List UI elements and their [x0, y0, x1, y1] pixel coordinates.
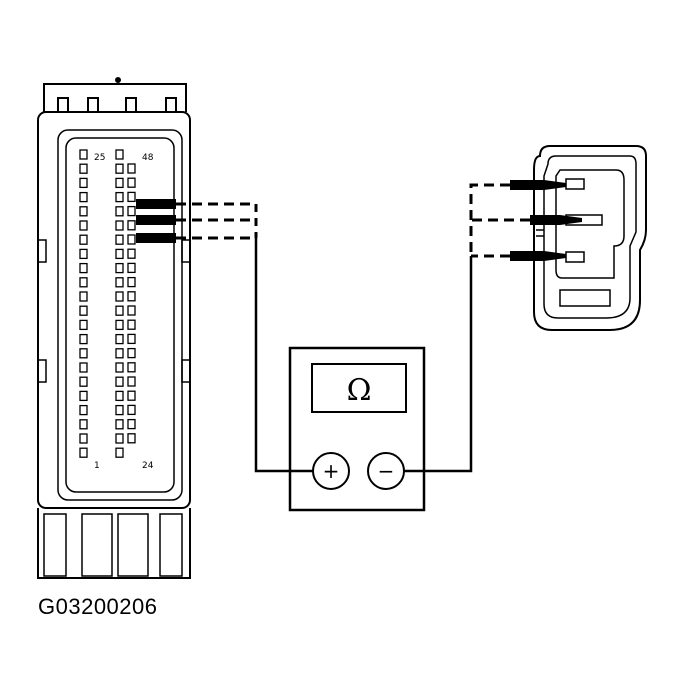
pin-cavity [79, 277, 88, 288]
ohmmeter-display-symbol: Ω [347, 373, 372, 408]
pin-cavity [127, 333, 136, 345]
pin-cavity [127, 418, 136, 430]
pin-cavity [115, 333, 124, 345]
pin-cavity [79, 319, 88, 331]
pin-cavity [115, 319, 124, 331]
pin-cavity [127, 376, 136, 387]
pin-cavity [127, 433, 136, 444]
pin-cavity [127, 347, 136, 359]
negative-lead [404, 256, 473, 473]
pin-cavity [115, 362, 124, 373]
pin-cavity [127, 319, 136, 330]
module-connector [37, 77, 191, 579]
pin-cavity [127, 276, 136, 288]
pin-cavity [79, 262, 88, 274]
pin-cavity [115, 433, 124, 444]
meter-leads [254, 238, 473, 473]
pin-cavity [115, 404, 124, 416]
pin-cavity [79, 419, 88, 430]
pin-cavity [79, 447, 88, 458]
pin-cavity [115, 220, 124, 231]
module-pin-label-bottom-left: 1 [94, 461, 100, 471]
pin-cavity [127, 262, 136, 274]
pin-cavity [79, 333, 88, 345]
pin-cavity [79, 305, 88, 316]
pin-cavity [79, 163, 88, 174]
module-jumper-leads [176, 202, 258, 240]
pin-cavity [115, 376, 124, 387]
ohmmeter-negative-symbol: − [378, 459, 395, 483]
pin-cavity [79, 348, 88, 359]
pin-cavity [79, 376, 88, 387]
pin-cavity [115, 291, 124, 302]
pin-cavity [79, 362, 88, 373]
sensor-jumper-leads [469, 183, 530, 258]
pin-cavity [115, 419, 124, 430]
pin-cavity [115, 305, 124, 316]
pin-cavity [79, 206, 88, 217]
module-pin-label-bottom-right: 24 [142, 461, 154, 471]
pin-cavity [127, 220, 136, 231]
positive-lead [254, 238, 313, 473]
pin-cavity [79, 191, 88, 203]
pin-cavity [115, 177, 124, 189]
pin-cavity [79, 149, 88, 160]
pin-cavity [79, 234, 88, 245]
pin-cavity [127, 248, 136, 259]
pin-cavity [79, 177, 88, 189]
pin-cavity [115, 206, 124, 217]
pin-cavity [127, 362, 136, 373]
pin-cavity [115, 234, 124, 245]
pin-cavity [115, 277, 124, 288]
pin-cavity [79, 404, 88, 416]
ohmmeter-display [311, 363, 407, 413]
pin-cavity [127, 390, 136, 401]
pin-cavity [115, 149, 124, 160]
pin-cavity [127, 305, 136, 316]
pin-cavity [127, 191, 136, 203]
sensor-test-probes [510, 180, 582, 261]
pin-cavity [127, 177, 136, 188]
figure-id: G03200206 [38, 594, 158, 619]
module-pin-cavities [79, 149, 136, 458]
ohmmeter-positive-symbol: + [323, 459, 340, 483]
pin-cavity [127, 234, 136, 245]
pin-cavity [115, 248, 124, 260]
pin-cavity [115, 262, 124, 274]
pin-cavity [115, 163, 124, 174]
ohmmeter: Ω + − [288, 346, 426, 512]
pin-cavity [79, 248, 88, 260]
sensor-connector [533, 145, 647, 331]
pin-cavity [79, 220, 88, 231]
pin-cavity [127, 205, 136, 217]
pin-cavity [79, 291, 88, 302]
pin-cavity [79, 433, 88, 444]
module-pin-label-top-right: 48 [142, 153, 154, 163]
pin-cavity [127, 291, 136, 302]
pin-cavity [115, 191, 124, 203]
pin-cavity [115, 390, 124, 402]
pin-cavity [115, 348, 124, 359]
pin-cavity [79, 390, 88, 402]
pin-cavity [127, 163, 136, 174]
pin-cavity [127, 404, 136, 416]
pin-cavity [115, 447, 124, 458]
module-test-probes [136, 199, 176, 243]
module-pin-label-top-left: 25 [94, 153, 105, 163]
